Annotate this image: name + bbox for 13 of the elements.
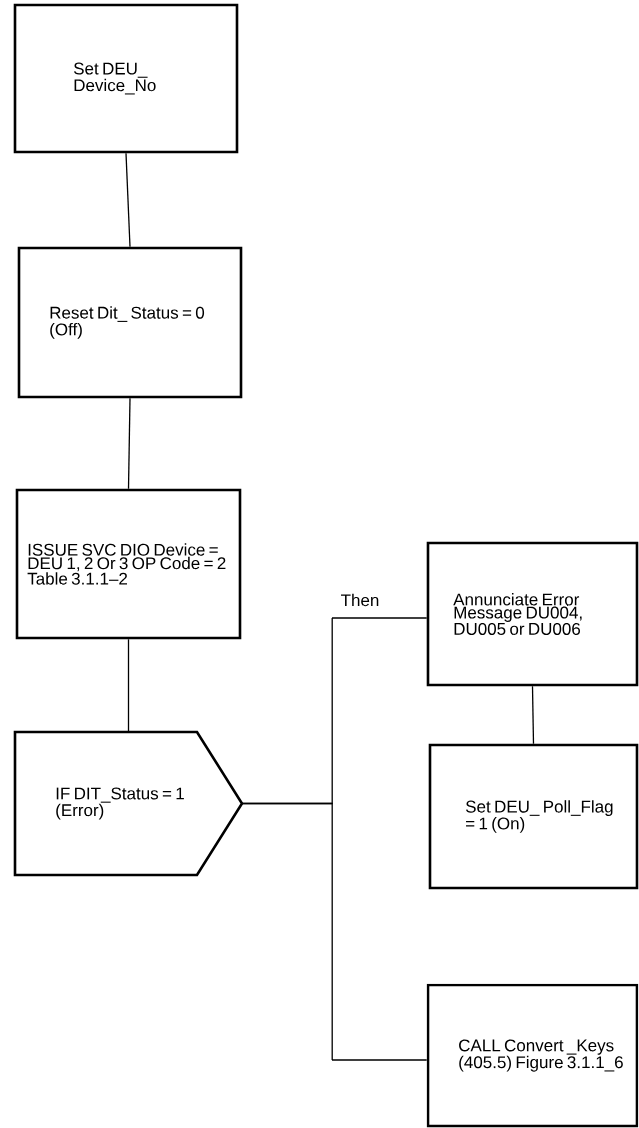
connector-line [241, 802, 428, 1061]
process-box: Reset Dit_ Status = 0 (Off) [17, 246, 243, 399]
edge-label: Then [339, 592, 381, 608]
process-box: ISSUE SVC DIO Device = DEU 1, 2 Or 3 OP Code = 2 Table 3.1.1–2 [15, 488, 242, 640]
connector-line [127, 397, 131, 490]
process-box: Set DEU_ Poll_Flag = 1 (On) [428, 743, 639, 890]
connector-line [531, 685, 535, 745]
process-box: CALL Convert _Keys (405.5) Figure 3.1.1_6 [426, 983, 639, 1128]
process-box: Set DEU_ Device_No [13, 3, 239, 154]
decision-pentagon: IF DIT_Status = 1 (Error) [13, 730, 244, 877]
connector-line [125, 152, 131, 248]
process-box: Annunciate Error Message DU004, DU005 or DU006 [426, 541, 639, 687]
connector-line [127, 638, 130, 733]
